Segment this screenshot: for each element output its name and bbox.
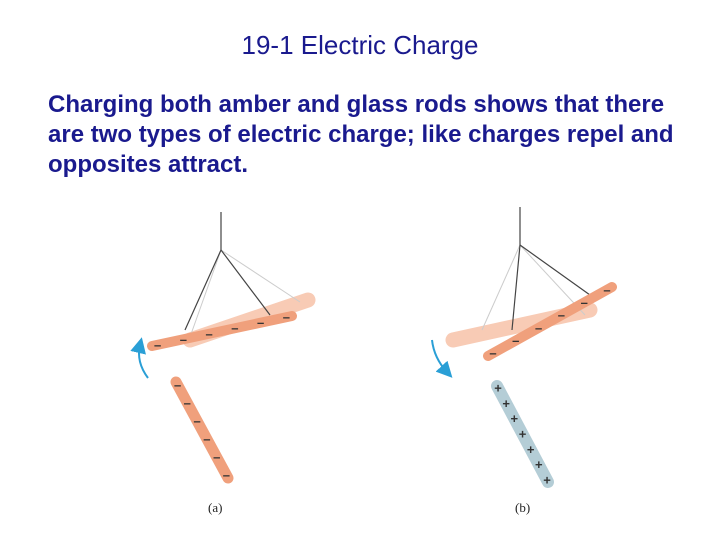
charge-sign: – [231, 321, 238, 336]
panel-a: –––––– –––––– (a) [130, 212, 316, 515]
charge-sign: – [581, 295, 588, 310]
hanging-amber-rod-b [483, 282, 617, 361]
rotation-arrow-b [431, 339, 453, 378]
slide-title: 19-1 Electric Charge [241, 30, 479, 60]
charge-sign: + [519, 427, 527, 442]
held-amber-rod-a [170, 376, 234, 484]
charge-sign: + [494, 380, 502, 395]
hanging-amber-rod-a [147, 311, 297, 351]
charge-sign: + [502, 396, 510, 411]
charge-sign: – [193, 414, 200, 429]
suspension-strings-a [184, 212, 271, 331]
charge-sign: – [203, 432, 210, 447]
charge-sign: + [511, 411, 519, 426]
suspension-strings-b [511, 207, 591, 331]
charge-sign: – [558, 308, 565, 323]
charge-sign: – [223, 468, 230, 483]
panel-b-caption: (b) [515, 500, 530, 515]
slide-body-text: Charging both amber and glass rods shows… [48, 91, 674, 178]
rotation-arrow-a [130, 337, 149, 379]
held-rod-signs-a: –––––– [174, 377, 230, 482]
charge-sign: – [603, 282, 610, 297]
charge-sign: + [543, 473, 551, 488]
charge-sign: – [512, 333, 519, 348]
hanging-rod-signs-b: –––––– [489, 282, 610, 360]
held-glass-rod-b [491, 380, 554, 488]
panel-b: –––––– +++++++ (b) [431, 207, 617, 515]
panel-a-caption: (a) [208, 500, 222, 515]
charge-sign: – [154, 337, 161, 352]
held-rod-signs-b: +++++++ [494, 380, 551, 487]
charge-sign: – [174, 377, 181, 392]
charge-sign: + [527, 442, 535, 457]
charge-sign: – [283, 310, 290, 325]
charge-sign: – [205, 326, 212, 341]
charge-sign: + [535, 457, 543, 472]
ghost-strings-a [189, 249, 301, 338]
charge-sign: – [180, 332, 187, 347]
charge-sign: – [213, 450, 220, 465]
hanging-rod-signs-a: – – – – – – [154, 310, 290, 353]
charge-sign: – [257, 315, 264, 330]
charge-sign: – [535, 320, 542, 335]
charge-sign: – [489, 346, 496, 361]
charge-sign: – [184, 395, 191, 410]
